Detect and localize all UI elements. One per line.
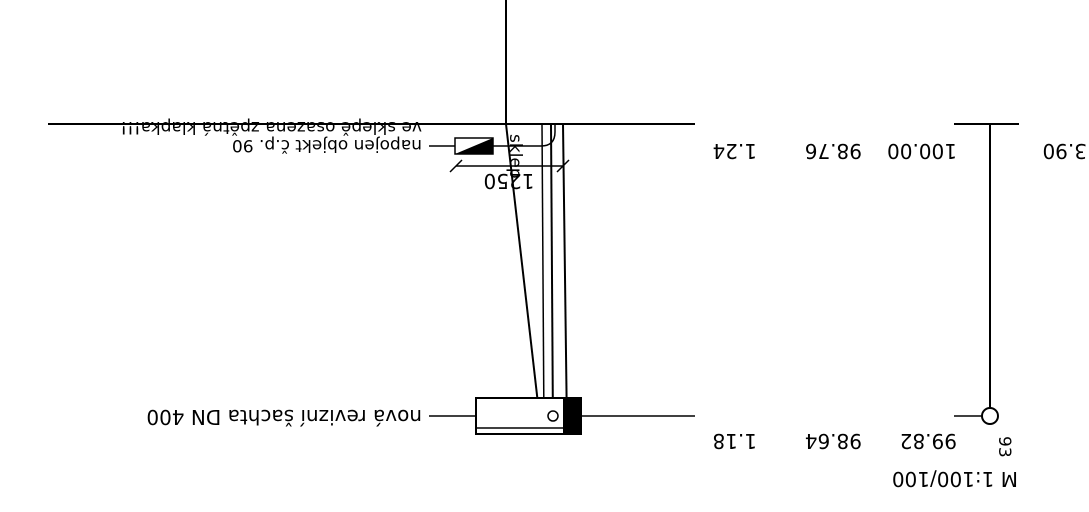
shaft-label: nová revizní šachta DN 400 [146, 405, 422, 429]
level-bottom-b: 98.64 [805, 429, 862, 453]
check-valve-fill [455, 138, 493, 154]
trench-inner-wall [550, 123, 554, 431]
note-line1: ve sklepě osazena zpětná klapka!!! [120, 117, 422, 137]
node-label: 93 [994, 436, 1014, 458]
dimension-tick-left [556, 159, 570, 173]
dimension-tick-right [449, 159, 463, 173]
level-bottom-a: 1.18 [712, 429, 757, 453]
trench-left-wall [562, 123, 568, 431]
note-line2: napojen objekt č.p. 90 [232, 135, 422, 155]
shaft-circle [547, 410, 559, 422]
rotated-drawing: 1250 sklep ve sklepě osazena zpětná klap… [48, 0, 1087, 491]
trench-right-wall [505, 123, 542, 431]
level-top-d: 3.90 [1042, 139, 1087, 163]
basement-label: sklep [505, 134, 525, 179]
level-top-a: 1.24 [712, 139, 757, 163]
shaft-fill [563, 398, 581, 434]
pipe-line [541, 123, 545, 431]
level-top-b: 98.76 [805, 139, 862, 163]
scale-label: M 1:100/100 [892, 467, 1018, 491]
node-circle [981, 407, 999, 425]
level-bottom-c: 99.82 [900, 429, 957, 453]
level-top-c: 100.00 [887, 139, 957, 163]
dimension-label: 1250 [484, 169, 535, 193]
